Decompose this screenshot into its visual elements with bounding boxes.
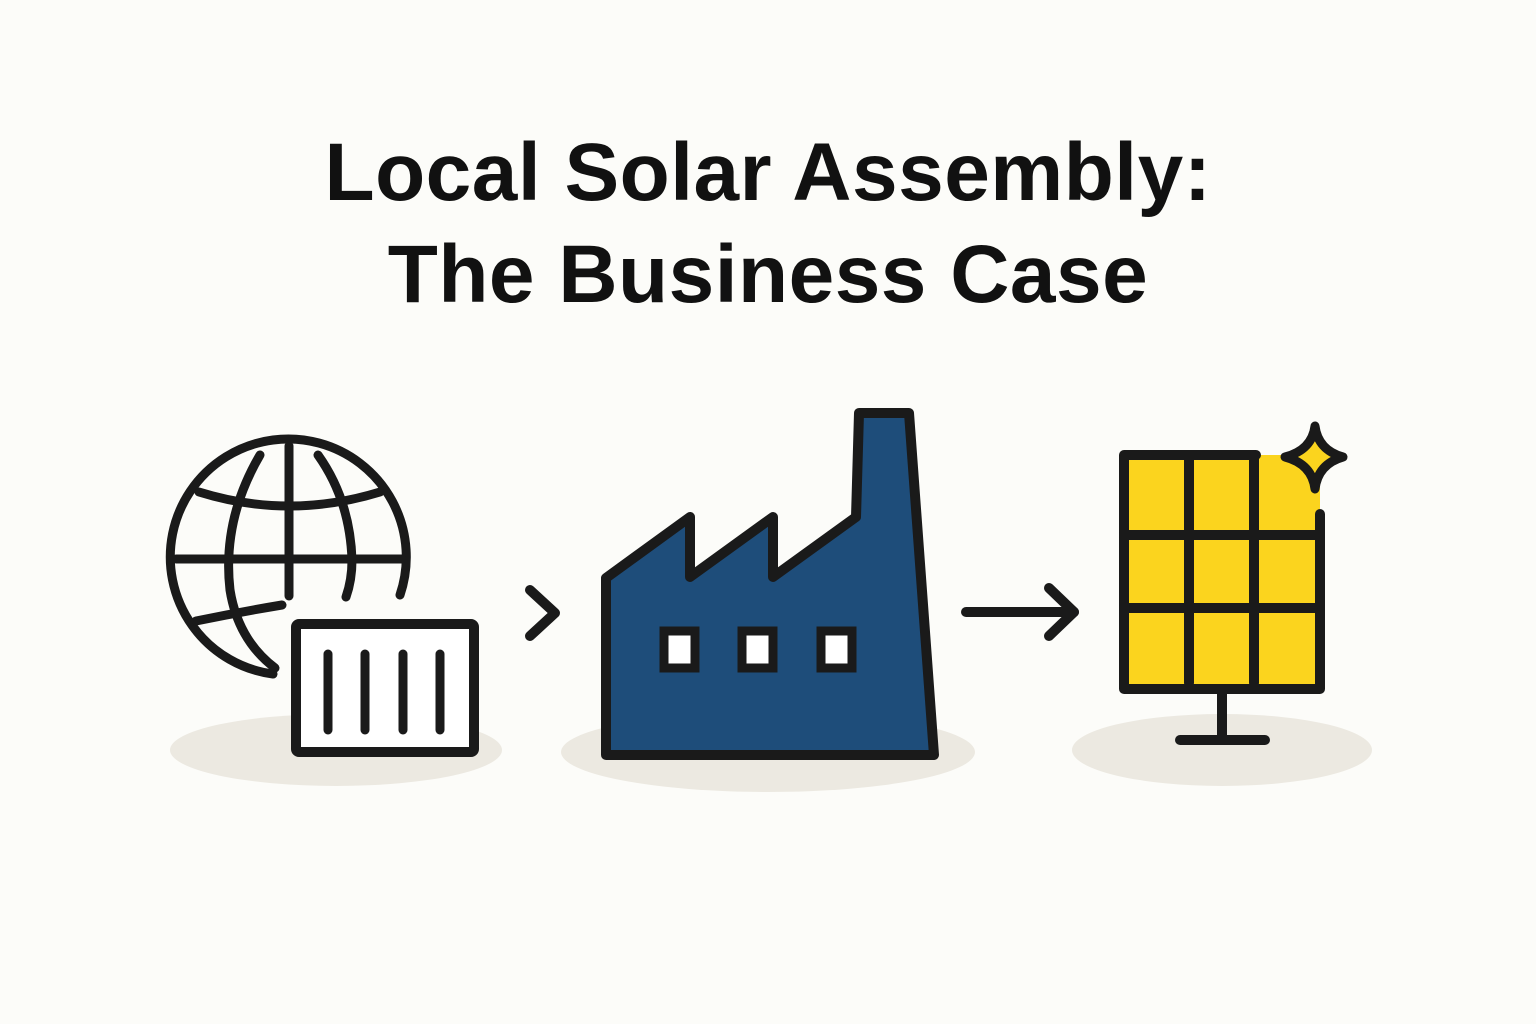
globe-icon	[165, 434, 411, 679]
factory-icon	[601, 408, 939, 760]
title-line-2: The Business Case	[387, 229, 1149, 320]
shipping-container-icon	[291, 619, 479, 757]
solar-panel-icon	[1119, 450, 1325, 745]
arrow-right-icon	[961, 583, 1079, 641]
ground-shadow-right	[1072, 714, 1372, 786]
sparkle-icon	[1280, 421, 1348, 494]
title-line-1: Local Solar Assembly:	[324, 127, 1212, 218]
page-title: Local Solar Assembly: The Business Case	[0, 122, 1536, 326]
arrow-right-icon	[400, 585, 560, 641]
